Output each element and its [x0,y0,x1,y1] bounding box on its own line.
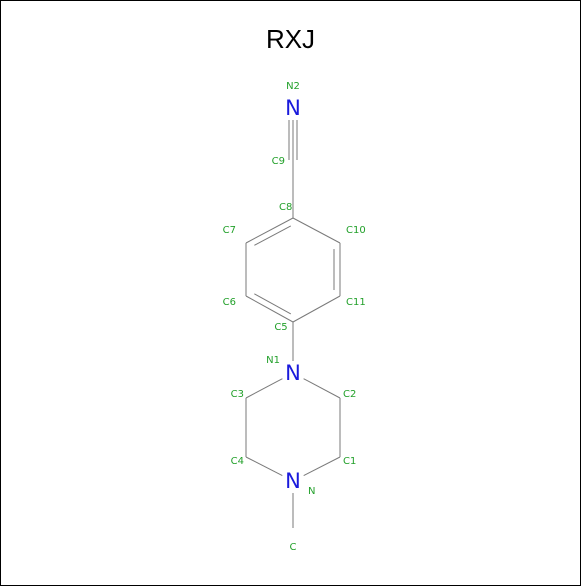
bond-line [292,217,341,244]
bond-C8-C7 [245,217,294,246]
bond-line [292,295,341,323]
atom-symbol-N2: N [285,96,301,120]
bond-C8-C10 [292,217,341,244]
bond-C6-C5 [245,293,294,323]
bond-N1-C2 [303,378,341,399]
atom-label-C6: C6 [223,297,236,308]
atom-label-C8: C8 [279,202,292,213]
bond-C11-C5 [292,295,341,323]
bond-line [245,378,283,399]
bond-line [245,217,294,244]
atom-label-C1: C1 [343,456,356,467]
atom-label-C7: C7 [223,225,236,236]
bond-C1-N [303,456,341,476]
atom-label-C4: C4 [231,456,244,467]
atom-label-C: C [290,542,297,553]
bond-line [245,456,283,476]
atom-label-C2: C2 [343,389,356,400]
atom-symbol-N1: N [285,361,301,385]
bond-inner-line [254,225,292,246]
bond-line [303,456,341,476]
bond-line [245,295,294,323]
atom-label-C3: C3 [231,389,244,400]
atom-label-N1: N1 [266,355,280,366]
atom-label-N2: N2 [286,81,300,92]
bond-C10-C11 [333,243,341,296]
bond-inner-line [254,293,292,315]
atom-symbol-N: N [285,469,301,493]
atom-label-N: N [308,486,315,497]
atom-label-C9: C9 [272,156,285,167]
bond-line [303,378,341,399]
atom-label-C5: C5 [274,322,287,333]
molecule-title: RXJ [265,24,316,54]
atom-label-C11: C11 [346,297,366,308]
bond-C4-N [245,456,283,476]
bond-N1-C3 [245,378,283,399]
bond-N2-C9 [288,120,298,160]
atom-label-C10: C10 [346,225,366,236]
